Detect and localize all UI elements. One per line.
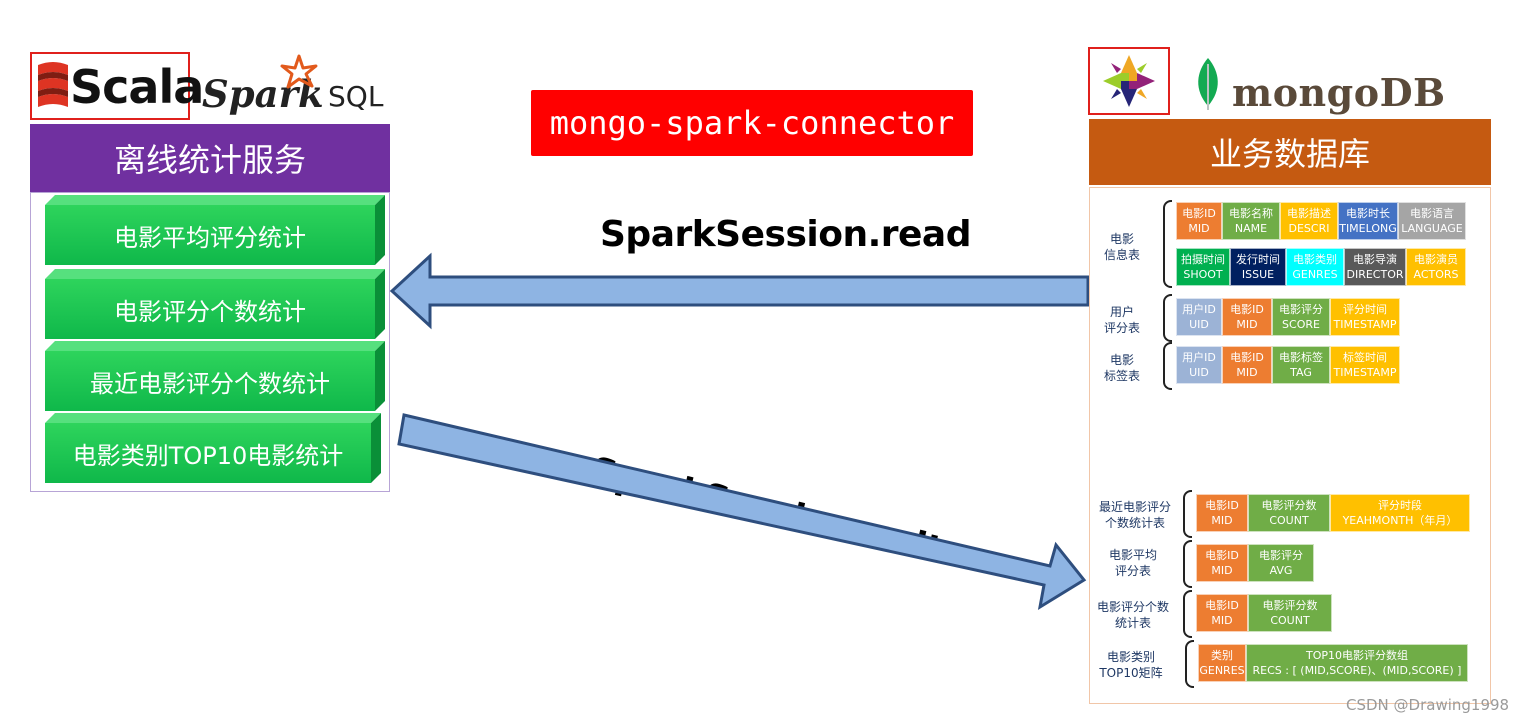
box-3d-edge bbox=[45, 195, 385, 265]
mongodb-wordmark: mongoDB bbox=[1232, 70, 1446, 115]
service-item-label: 电影类别TOP10电影统计 bbox=[45, 423, 371, 483]
watermark: CSDN @Drawing1998 bbox=[1346, 696, 1510, 714]
mongodb-leaf-icon bbox=[1198, 58, 1218, 110]
box-3d-edge bbox=[45, 413, 381, 483]
centos-logo bbox=[1088, 47, 1170, 115]
sql-wordmark: SQL bbox=[328, 80, 384, 113]
table-brace bbox=[1183, 540, 1192, 588]
read-arrow bbox=[389, 252, 1090, 330]
table-label-rating-count: 电影评分个数统计表 bbox=[1096, 600, 1169, 630]
table-brace bbox=[1163, 342, 1172, 390]
table-brace bbox=[1183, 490, 1192, 538]
service-item-label: 电影平均评分统计 bbox=[45, 205, 375, 265]
box-3d-edge bbox=[45, 341, 385, 411]
table-brace bbox=[1163, 294, 1172, 342]
scala-wordmark: Scala bbox=[70, 60, 204, 114]
scala-stairs-icon bbox=[38, 62, 68, 107]
service-item-recent-rating-count: 最近电影评分个数统计 bbox=[45, 341, 385, 411]
service-item-label: 电影评分个数统计 bbox=[45, 279, 375, 339]
table-label-avg-rating: 电影平均评分表 bbox=[1108, 548, 1157, 578]
table-label-movie-tags: 电影标签表 bbox=[1103, 353, 1140, 383]
table-brace bbox=[1183, 590, 1192, 638]
offline-service-title: 离线统计服务 bbox=[30, 124, 390, 192]
table-label-user-ratings: 用户评分表 bbox=[1103, 305, 1140, 335]
table-brace bbox=[1185, 640, 1194, 688]
service-item-rating-count: 电影评分个数统计 bbox=[45, 269, 385, 339]
service-item-genre-top10: 电影类别TOP10电影统计 bbox=[45, 413, 381, 483]
centos-icon bbox=[1103, 55, 1155, 107]
table-brace bbox=[1163, 200, 1172, 288]
scala-logo bbox=[30, 52, 190, 120]
offline-service-panel: 电影平均评分统计 电影评分个数统计 最近电影评分个数统计 电影类别TOP10电影… bbox=[30, 192, 390, 492]
service-item-label: 最近电影评分个数统计 bbox=[45, 351, 375, 411]
spark-wordmark: Spark bbox=[202, 72, 324, 116]
table-label-movie-info: 电影信息表 bbox=[1103, 232, 1140, 262]
business-db-title: 业务数据库 bbox=[1089, 119, 1491, 185]
spark-star-icon bbox=[280, 54, 318, 89]
connector-label: mongo-spark-connector bbox=[531, 90, 973, 156]
box-3d-edge bbox=[45, 269, 385, 339]
read-label: SparkSession.read bbox=[600, 214, 972, 255]
service-item-avg-rating: 电影平均评分统计 bbox=[45, 195, 385, 265]
table-label-recent-rating-count: 最近电影评分个数统计表 bbox=[1098, 500, 1171, 530]
write-arrow bbox=[397, 413, 1087, 611]
